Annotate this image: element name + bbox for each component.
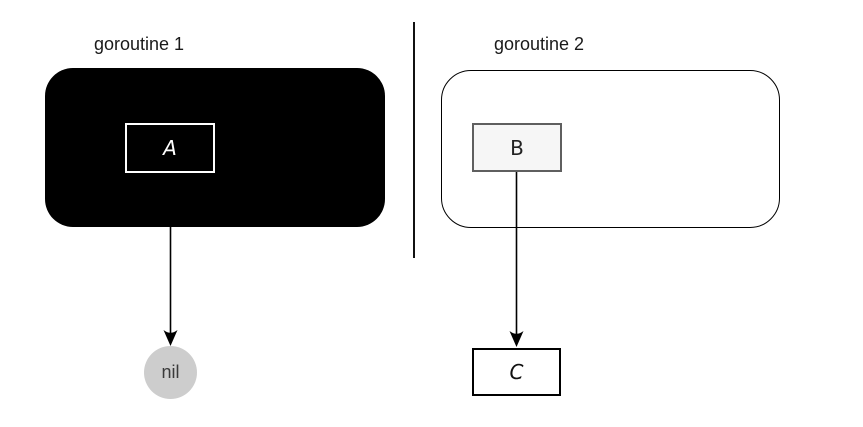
arrow-a-to-nil bbox=[163, 227, 178, 346]
goroutine1-label: goroutine 1 bbox=[94, 34, 185, 54]
pointer-box-b: B bbox=[472, 123, 562, 172]
goroutine1-container bbox=[45, 68, 385, 227]
arrow-b-to-c bbox=[509, 172, 524, 347]
nil-node: nil bbox=[144, 346, 197, 399]
goroutine2-label: goroutine 2 bbox=[494, 34, 585, 54]
target-box-c: C bbox=[472, 348, 561, 396]
pointer-box-a: A bbox=[125, 123, 215, 173]
panel-divider bbox=[413, 22, 415, 258]
